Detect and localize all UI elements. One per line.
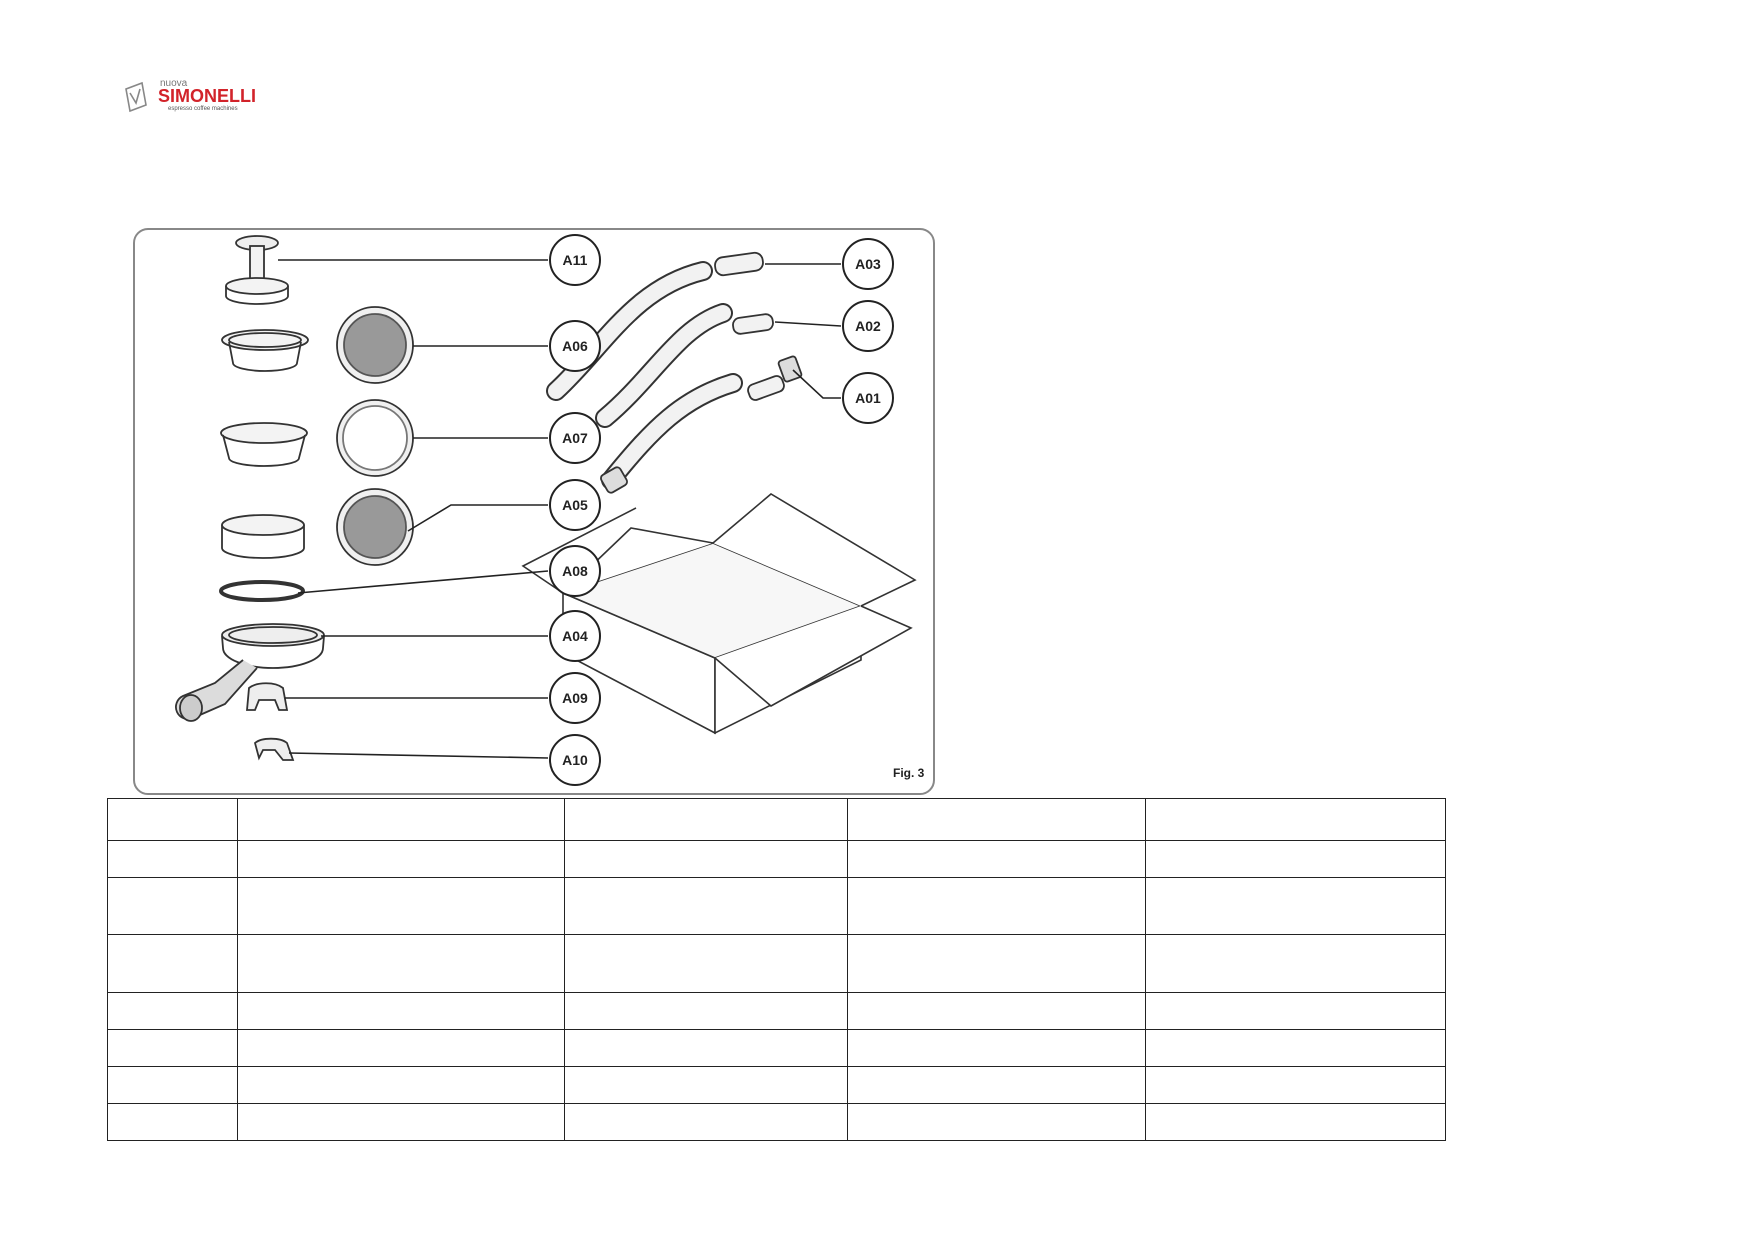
filter-disc-mesh-2-icon <box>336 488 414 566</box>
tamper-icon <box>225 235 289 305</box>
callout-a07: A07 <box>549 412 601 464</box>
filter-basket-1-icon <box>221 329 309 372</box>
table-cell <box>1145 934 1446 993</box>
svg-text:A01: A01 <box>855 390 881 406</box>
callout-a04: A04 <box>549 610 601 662</box>
svg-text:A11: A11 <box>563 252 588 268</box>
logo-mark-icon <box>125 81 147 113</box>
table-cell <box>847 840 1146 879</box>
table-row <box>107 1028 1446 1067</box>
table-cell <box>237 991 565 1030</box>
brand-tagline: espresso coffee machines <box>168 106 238 112</box>
accessories-figure: A11 A06 A07 A05 A08 A04 A09 A10 <box>133 228 935 795</box>
svg-text:A02: A02 <box>855 318 881 334</box>
table-cell <box>107 840 238 879</box>
callout-a05: A05 <box>549 479 601 531</box>
table-cell <box>107 1028 238 1067</box>
table-cell <box>237 934 565 993</box>
table-row <box>107 840 1446 879</box>
table-cell <box>237 840 565 879</box>
table-cell <box>1145 1102 1446 1142</box>
table-cell <box>237 877 565 936</box>
table-cell <box>564 1065 848 1104</box>
table-row <box>107 877 1446 936</box>
table-cell <box>237 1065 565 1104</box>
filter-disc-blind-icon <box>336 399 414 477</box>
table-cell <box>1145 1065 1446 1104</box>
filter-basket-3-icon <box>221 514 305 559</box>
table-cell <box>564 797 848 842</box>
table-cell <box>1145 797 1446 842</box>
table-cell <box>237 797 565 842</box>
svg-text:A04: A04 <box>562 628 588 644</box>
leader-lines <box>278 259 842 759</box>
svg-text:A03: A03 <box>855 256 881 272</box>
brand-name: SIMONELLI <box>158 86 256 106</box>
svg-text:A07: A07 <box>562 430 588 446</box>
table-cell <box>847 797 1146 842</box>
table-cell <box>1145 840 1446 879</box>
svg-text:A10: A10 <box>562 752 588 768</box>
table-cell <box>107 1102 238 1142</box>
filter-disc-mesh-1-icon <box>336 306 414 384</box>
portafilter-icon <box>175 623 325 722</box>
svg-text:A05: A05 <box>562 497 588 513</box>
table-cell <box>107 1065 238 1104</box>
callout-a01: A01 <box>842 372 894 424</box>
hose-1-icon <box>546 251 764 401</box>
gasket-icon <box>219 580 305 602</box>
table-cell <box>847 991 1146 1030</box>
table-cell <box>1145 991 1446 1030</box>
callout-a02: A02 <box>842 300 894 352</box>
table-row <box>107 797 1446 842</box>
table-row <box>107 991 1446 1030</box>
table-cell <box>847 1028 1146 1067</box>
callout-a10: A10 <box>549 734 601 786</box>
spout-double-icon <box>246 682 289 711</box>
parts-table <box>107 797 1446 1142</box>
table-cell <box>1145 1028 1446 1067</box>
hose-3-icon <box>600 355 803 494</box>
table-cell <box>847 877 1146 936</box>
brand-logo: nuova SIMONELLI espresso coffee machines <box>125 78 256 113</box>
table-cell <box>847 1065 1146 1104</box>
callout-a08: A08 <box>549 545 601 597</box>
figure-caption: Fig. 3 <box>893 766 925 780</box>
table-cell <box>107 877 238 936</box>
table-cell <box>107 797 238 842</box>
svg-text:A08: A08 <box>562 563 588 579</box>
table-row <box>107 1102 1446 1142</box>
table-cell <box>237 1102 565 1142</box>
table-cell <box>564 840 848 879</box>
table-cell <box>237 1028 565 1067</box>
table-row <box>107 934 1446 993</box>
table-row <box>107 1065 1446 1104</box>
hose-2-icon <box>595 303 774 428</box>
svg-text:A06: A06 <box>562 338 588 354</box>
svg-text:A09: A09 <box>562 690 588 706</box>
table-cell <box>847 934 1146 993</box>
callout-a11: A11 <box>549 234 601 286</box>
table-cell <box>564 934 848 993</box>
table-cell <box>564 991 848 1030</box>
callout-a06: A06 <box>549 320 601 372</box>
table-cell <box>564 1028 848 1067</box>
table-cell <box>847 1102 1146 1142</box>
spout-single-icon <box>253 737 295 761</box>
callout-a03: A03 <box>842 238 894 290</box>
table-cell <box>564 877 848 936</box>
table-cell <box>107 934 238 993</box>
table-cell <box>1145 877 1446 936</box>
table-cell <box>564 1102 848 1142</box>
filter-basket-2-icon <box>220 422 308 467</box>
callout-a09: A09 <box>549 672 601 724</box>
brand-small: nuova <box>160 78 188 89</box>
table-cell <box>107 991 238 1030</box>
